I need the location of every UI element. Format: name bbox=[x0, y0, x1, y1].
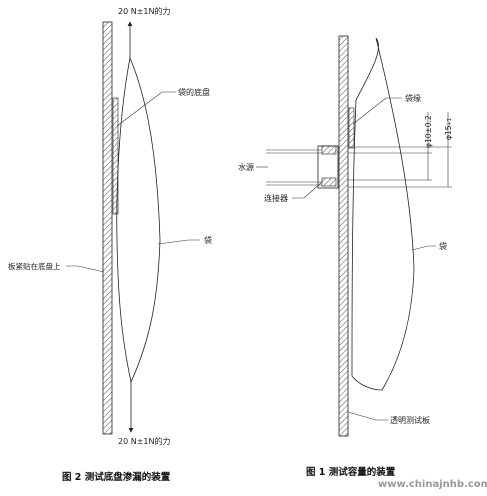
figure-2: 20 N±1N的力 20 N±1N的力 袋的底盘 袋 板紧贴在底盘上 图 2 测… bbox=[8, 6, 212, 483]
bag-label-left: 袋 bbox=[204, 235, 212, 245]
left-plate bbox=[102, 21, 113, 435]
right-plate bbox=[338, 35, 349, 437]
bottom-force-label: 20 N±1N的力 bbox=[118, 436, 170, 446]
dim-outer-tolerance: +1 bbox=[447, 118, 453, 126]
plate-leader-left bbox=[66, 265, 105, 273]
plate-label-left: 板紧贴在底盘上 bbox=[8, 261, 61, 271]
bag-leader-right bbox=[411, 245, 436, 251]
figure-1: φ10±0.2 φ15 +1 袋缘 水源 连接器 袋 透明测试板 图 1 测试容… bbox=[238, 35, 453, 478]
water-source-label: 水源 bbox=[238, 162, 254, 172]
bag-base-label: 袋的底盘 bbox=[178, 87, 210, 97]
left-bag-outline bbox=[116, 56, 161, 384]
right-bag-edge-strip bbox=[348, 107, 355, 149]
bag-label-right: 袋 bbox=[439, 241, 447, 251]
connector-upper-flange bbox=[321, 145, 337, 155]
right-bag-outline bbox=[351, 37, 415, 391]
connector-label: 连接器 bbox=[264, 193, 288, 203]
bag-base-leader bbox=[116, 91, 176, 127]
bag-leader-left bbox=[157, 239, 200, 245]
top-force-label: 20 N±1N的力 bbox=[118, 6, 170, 16]
dim-outer-label: φ15 bbox=[444, 125, 453, 140]
dim-inner-label: φ10±0.2 bbox=[424, 115, 433, 148]
watermark: www.chinajnhb.com bbox=[378, 479, 487, 490]
connector-lower-flange bbox=[321, 177, 337, 187]
plate-leader-right bbox=[347, 411, 388, 421]
connector-leader bbox=[292, 181, 323, 199]
left-bag-base bbox=[112, 97, 119, 215]
figure-2-caption: 图 2 测试底盘渗漏的装置 bbox=[62, 471, 171, 483]
bag-edge-leader bbox=[352, 97, 402, 125]
figure-1-caption: 图 1 测试容量的装置 bbox=[306, 466, 396, 478]
bag-edge-label: 袋缘 bbox=[405, 93, 421, 103]
plate-label-right: 透明测试板 bbox=[390, 415, 430, 425]
